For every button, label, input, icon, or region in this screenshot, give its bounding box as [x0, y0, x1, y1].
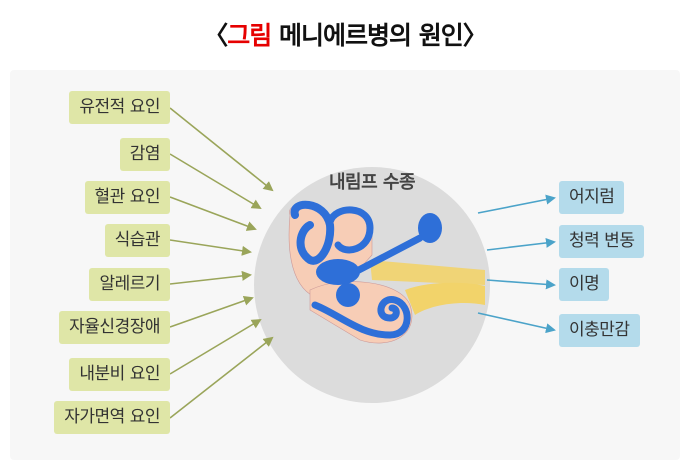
title-text: 메니에르병의 원인 — [271, 21, 464, 50]
cause-arrows — [169, 107, 274, 419]
arrow-cause-1 — [169, 107, 274, 192]
cause-box-genetic: 유전적 요인 — [69, 91, 170, 124]
arrow-symptom-2 — [486, 237, 556, 251]
arrow-cause-5 — [169, 270, 252, 285]
inner-ear-illustration — [288, 200, 485, 344]
arrow-symptom-3 — [486, 279, 556, 290]
arrow-cause-4 — [169, 239, 252, 256]
cause-box-autoimmune: 자가면역 요인 — [54, 401, 170, 434]
symptom-arrows — [477, 194, 556, 334]
cause-box-vascular: 혈관 요인 — [84, 181, 170, 214]
page-title: 〈그림 메니에르병의 원인〉 — [0, 16, 690, 52]
title-prefix: 그림 — [227, 21, 272, 50]
title-bracket-close: 〉 — [462, 21, 488, 50]
arrow-cause-7 — [169, 318, 262, 375]
title-bracket-open: 〈 — [203, 21, 228, 50]
arrow-cause-8 — [169, 336, 274, 419]
symptom-box-aural-fullness: 이충만감 — [559, 314, 640, 347]
arrow-cause-2 — [169, 153, 262, 210]
cause-box-endocrine: 내분비 요인 — [69, 358, 170, 391]
arrow-symptom-1 — [477, 194, 556, 214]
cause-box-autonomic: 자율신경장애 — [59, 311, 170, 344]
arrow-symptom-4 — [477, 312, 556, 334]
arrow-cause-3 — [169, 196, 257, 231]
cause-box-allergy: 알레르기 — [89, 268, 170, 301]
cause-box-diet: 식습관 — [104, 224, 170, 257]
symptom-box-tinnitus: 이명 — [559, 268, 610, 301]
symptom-box-hearing-fluctuation: 청력 변동 — [559, 225, 645, 258]
symptom-box-vertigo: 어지럼 — [559, 181, 625, 214]
arrow-cause-6 — [169, 295, 254, 328]
cause-box-infection: 감염 — [119, 138, 170, 171]
center-label: 내림프 수종 — [328, 172, 416, 193]
